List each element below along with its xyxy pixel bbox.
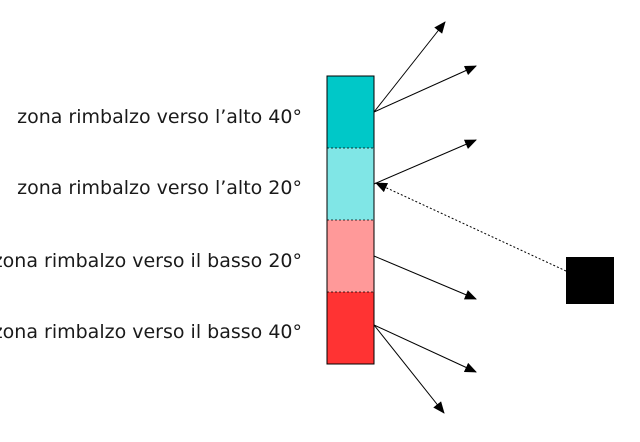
arrow-down-40: [373, 324, 445, 414]
arrow-down-20: [373, 255, 477, 300]
zone-up-20: [327, 148, 374, 220]
label-up-40: zona rimbalzo verso l’alto 40°: [17, 106, 302, 128]
arrow-up-40: [373, 21, 446, 113]
arrow-up-20: [373, 139, 477, 185]
ball: [566, 257, 614, 304]
arrow-down-40-alt: [373, 324, 477, 373]
zone-down-20: [327, 220, 374, 292]
paddle: [326, 75, 375, 365]
zone-down-40: [327, 292, 374, 364]
label-down-20: zona rimbalzo verso il basso 20°: [0, 250, 302, 272]
incoming-trajectory: [375, 182, 567, 272]
arrow-up-40-alt: [373, 65, 477, 113]
zone-up-40: [327, 76, 374, 148]
label-up-20: zona rimbalzo verso l’alto 20°: [17, 177, 302, 199]
bounce-arrows: [373, 21, 477, 414]
label-down-40: zona rimbalzo verso il basso 40°: [0, 321, 302, 343]
